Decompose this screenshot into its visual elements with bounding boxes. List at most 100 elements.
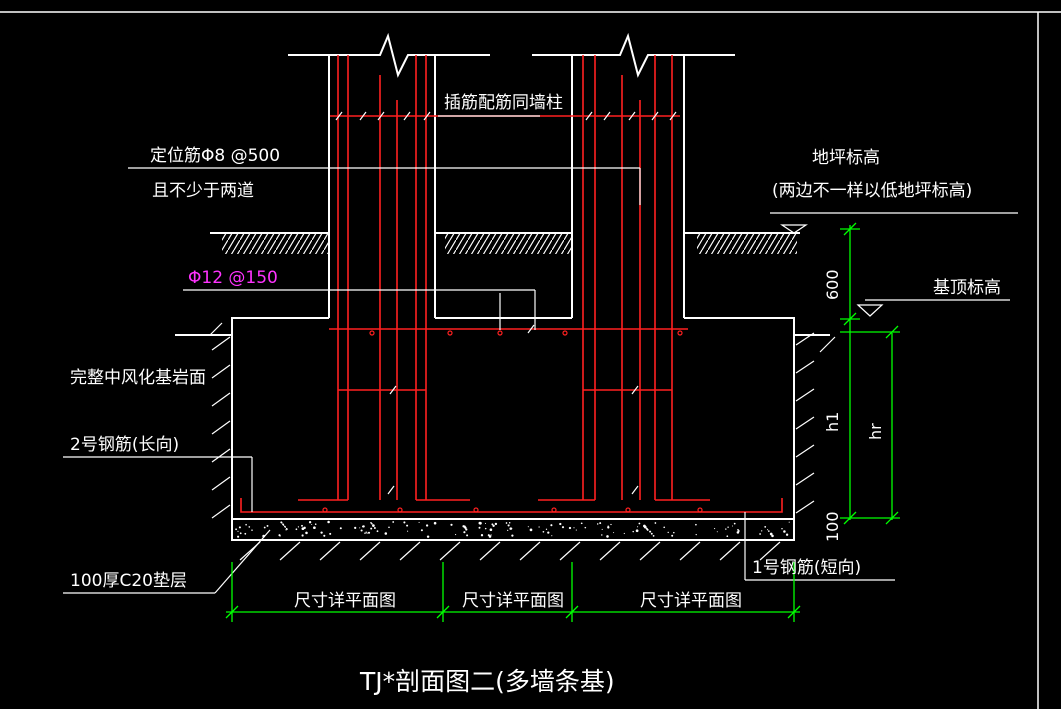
cushion-dot xyxy=(305,531,308,535)
cushion-dot xyxy=(371,523,373,525)
cushion-dot xyxy=(727,526,729,528)
cushion-dot xyxy=(360,529,363,532)
cushion-dot xyxy=(550,524,553,527)
cushion-dot xyxy=(649,530,652,533)
cushion-dot xyxy=(329,532,332,535)
cushion-dot xyxy=(238,526,241,529)
cushion-dot xyxy=(407,530,409,532)
cushion-dot xyxy=(597,523,599,525)
cushion-dot xyxy=(463,531,466,534)
cushion-dot xyxy=(510,527,513,530)
cushion-dot xyxy=(248,526,251,528)
rock-hatching xyxy=(209,322,836,561)
cushion-dot xyxy=(365,531,367,533)
cushion-dot xyxy=(606,535,609,538)
cushion-dot xyxy=(420,529,423,532)
cushion-dot xyxy=(511,534,514,537)
dim-600: 600 xyxy=(823,269,842,300)
cushion-dot xyxy=(568,526,572,530)
cushion-dot xyxy=(284,526,287,528)
cushion-dot xyxy=(366,532,368,534)
cushion-dot xyxy=(785,533,789,536)
cushion-dot xyxy=(654,522,657,524)
plan-ref-left: 尺寸详平面图 xyxy=(294,591,396,611)
cushion-dot xyxy=(580,522,583,525)
cushion-dot xyxy=(725,528,727,530)
cushion-dot xyxy=(771,534,774,538)
cushion-dot xyxy=(551,535,553,537)
cushion-dot xyxy=(610,523,612,526)
cushion-dot xyxy=(632,530,634,533)
cushion-dot xyxy=(637,526,639,528)
bedrock-label: 完整中风化基岩面 xyxy=(70,368,206,388)
cushion-dot xyxy=(388,526,390,529)
cushion-dot xyxy=(490,534,492,536)
cushion-dot xyxy=(303,526,306,530)
plan-ref-right: 尺寸详平面图 xyxy=(640,591,742,611)
cushion-dot xyxy=(491,523,494,526)
floor-elevation-note: (两边不一样以低地坪标高) xyxy=(772,181,972,201)
cushion-dot xyxy=(384,532,388,535)
cushion-dot xyxy=(285,529,287,531)
cushion-dot xyxy=(301,534,304,537)
cushion-dot xyxy=(573,527,575,529)
cushion-dot xyxy=(426,535,430,538)
cushion-dot xyxy=(237,530,239,532)
foundation-outline xyxy=(175,32,830,541)
cushion-dot xyxy=(372,524,375,527)
cushion-dot xyxy=(507,529,509,532)
cushion-dot xyxy=(607,526,610,529)
cushion-dot xyxy=(759,533,761,535)
bar-no2-label: 2号钢筋(长向) xyxy=(70,435,179,455)
cushion-dot xyxy=(575,529,577,531)
floor-elevation-label: 地坪标高 xyxy=(812,148,880,168)
cushion-dot xyxy=(301,524,303,527)
cushion-dot xyxy=(403,521,406,524)
cushion-dot xyxy=(283,524,285,526)
cushion-dot xyxy=(480,534,484,537)
cushion-dot xyxy=(646,528,649,531)
cushion-dot xyxy=(281,522,283,524)
cushion-dot xyxy=(367,531,371,534)
leader-lines xyxy=(63,111,1018,594)
dim-hr: hr xyxy=(866,423,885,440)
cushion-dot xyxy=(406,524,409,527)
cushion-dot xyxy=(494,522,498,526)
cushion-dot xyxy=(286,528,288,530)
cushion-label: 100厚C20垫层 xyxy=(70,571,187,591)
locating-bar-label: 定位筋Φ8 @500 xyxy=(150,146,280,166)
cushion-dot xyxy=(354,526,357,530)
locating-bar-note: 且不少于两道 xyxy=(152,181,254,201)
dowel-note-label: 插筋配筋同墙柱 xyxy=(444,93,563,113)
dim-h1: h1 xyxy=(823,412,842,432)
bar-no1-label: 1号钢筋(短向) xyxy=(752,558,861,578)
cushion-dot xyxy=(376,530,379,533)
rebar-lines xyxy=(240,55,783,513)
cushion-dot xyxy=(638,522,641,525)
cushion-dot xyxy=(478,526,481,529)
cushion-dot xyxy=(542,530,545,533)
cushion-dot xyxy=(508,522,511,524)
cushion-dot xyxy=(601,528,603,530)
cushion-dot xyxy=(323,534,326,537)
cushion-dot xyxy=(488,535,492,538)
cushion-dot xyxy=(263,526,266,529)
cushion-dot xyxy=(339,527,342,530)
cushion-dot xyxy=(767,529,769,531)
cushion-dot xyxy=(781,527,783,530)
cushion-dot xyxy=(545,528,548,530)
cushion-dot xyxy=(768,530,770,532)
cushion-dot xyxy=(484,522,487,524)
cushion-dot xyxy=(561,526,565,529)
cushion-dot xyxy=(251,529,253,531)
phi12-bar-label: Φ12 @150 xyxy=(188,268,278,288)
cushion-dot xyxy=(327,520,330,524)
cushion-dot xyxy=(392,521,395,523)
cushion-dot xyxy=(673,531,675,534)
cushion-dot xyxy=(736,531,740,534)
cushion-dot xyxy=(671,534,674,537)
cushion-dot xyxy=(311,524,313,525)
cushion-dot xyxy=(492,524,495,527)
cushion-dot xyxy=(361,525,364,528)
